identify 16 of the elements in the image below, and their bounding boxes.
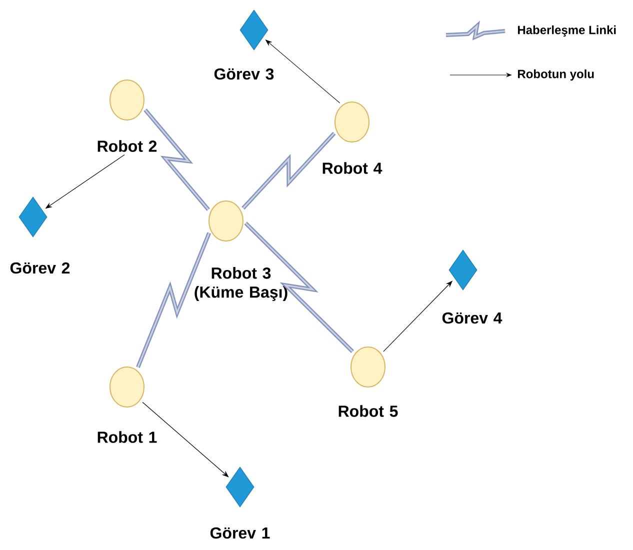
node-label: Robot 5: [338, 405, 398, 417]
node-label: Görev 2: [10, 262, 70, 274]
node-label: Robot 3 (Küme Başı): [194, 267, 288, 301]
legend-label: Haberleşme Linki: [518, 25, 616, 37]
communication-link: [244, 222, 354, 353]
communication-link: [136, 232, 212, 368]
communication-link: [242, 132, 336, 210]
node-label: Robot 4: [322, 162, 382, 174]
legend-label: Robotun yolu: [518, 69, 594, 81]
node-label: Görev 4: [442, 312, 502, 324]
arrow: [142, 402, 229, 478]
node-label: Görev 1: [210, 527, 270, 539]
node-label: Görev 3: [214, 68, 274, 80]
communication-link: [144, 108, 210, 211]
node-label: Robot 1: [98, 431, 157, 443]
node-label: Robot 2: [98, 140, 157, 152]
